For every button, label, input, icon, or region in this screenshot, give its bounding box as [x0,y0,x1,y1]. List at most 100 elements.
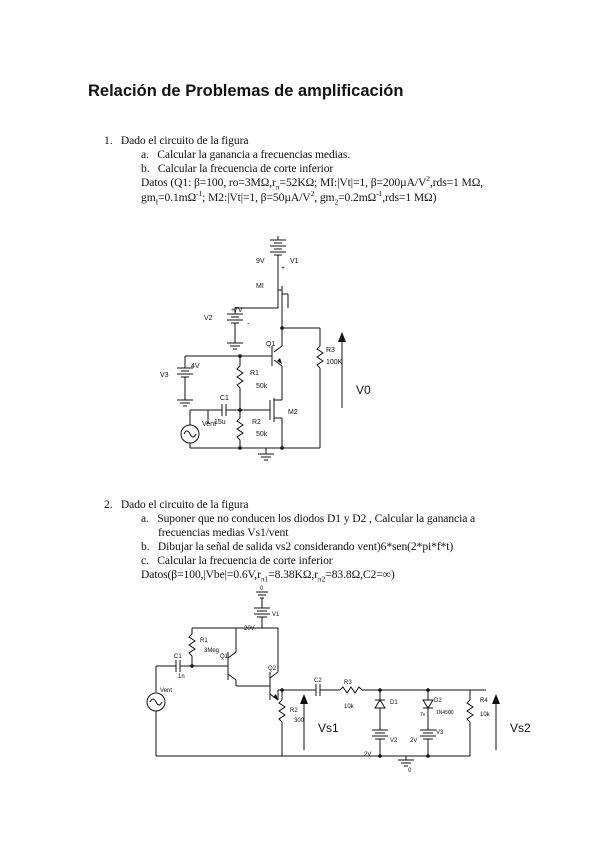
q1-name-label: Q1 [266,341,275,348]
problem-1-data-line-2: gmI=0.1mΩ-1; M2:|Vt|=1, β=50µA/V2, gm2=0… [141,189,437,207]
problem-2-item-c: c. Calcular la frecuencia de corte infer… [141,554,333,567]
output-v0-label: V0 [356,383,371,397]
item-letter: a. [141,148,149,161]
problem-2-data-line: Datos(β=100,|Vbe|=0.6V,rπ1=8.38KΩ,rπ2=83… [141,568,395,584]
d1-name-label: D1 [390,700,398,706]
text-part: =0.2mΩ [338,191,377,204]
v2-plus-label: + [231,307,235,314]
c1-value-label: 15u [214,419,226,426]
v2-value-label: 7V [234,307,243,314]
superscript: 2 [310,189,315,199]
item-text: Calcular la frecuencia de corte inferior [157,554,333,567]
subscript: π2 [317,574,326,584]
item-letter: b. [141,540,150,553]
problem-2-item-a: a. Suponer que no conducen los diodos D1… [141,512,475,525]
text-part: =0.1mΩ [158,191,197,204]
problem-2-text: Dado el circuito de la figura [120,498,249,511]
output-vs2-label: Vs2 [510,721,531,735]
problem-2-item-a-cont: frecuencias medias Vs1/vent [158,526,289,539]
d2-extra-label: 7v [420,712,426,718]
superscript: -1 [196,189,203,199]
text-part: ; M2:|Vt|=1, β=50µA/V [202,191,311,204]
v1-plus-label: + [281,265,285,272]
r4-value-label: 10k [480,712,491,718]
problem-1-item-a: a. Calcular la ganancia a frecuencias me… [141,148,350,161]
v3-value-label: 4V [191,363,200,370]
vent-source-label: Vent [160,688,172,694]
problem-1-statement: 1. Dado el circuito de la figura [104,134,248,147]
problem-2-number: 2. [104,498,113,511]
c2-name-label: C2 [314,678,322,684]
subscript: π [275,182,280,192]
top-node-label: 0 [260,586,264,592]
r2-name-label: R2 [252,419,261,426]
text-part: =8.38KΩ,r [268,568,318,581]
problem-1-text: Dado el circuito de la figura [120,134,249,147]
q2-name-label: Q2 [268,666,277,672]
superscript: 2 [426,174,430,184]
m2-name-label: M2 [288,409,298,416]
v3-name-label: V3 [436,730,444,736]
v2-name-label: V2 [390,738,398,744]
v1-value-label: 9V [256,258,265,265]
subscript: I [155,197,159,207]
v3-name-label: V3 [160,372,169,379]
item-text: Calcular la ganancia a frecuencias media… [157,148,351,161]
v1-name-label: V1 [272,612,280,618]
q1-name-label: Q1 [220,654,229,660]
subscript: π1 [260,574,269,584]
gnd-node-label: 0 [408,768,412,774]
r2-value-label: 300 [294,718,305,724]
output-vs1-label: Vs1 [318,721,339,735]
c1-name-label: C1 [174,654,182,660]
v2-name-label: V2 [204,315,213,322]
circuit-2-schematic: 0 V1 20V R1 3Meg Q1 Q2 C1 1n Vent R2 300… [146,586,531,774]
r1-value-label: 3Meg [204,648,219,654]
superscript: -1 [376,189,383,199]
text-part: ,rds=1 MΩ) [382,191,437,204]
problem-1-data-line-1: Datos (Q1: β=100, ro=3MΩ,rπ=52KΩ; MI:|Vt… [141,174,484,192]
text-part: Datos(β=100,|Vbe|=0.6V,r [141,568,261,581]
v2-value-label: 2V [364,752,371,758]
mi-name-label: MI [256,283,264,290]
subscript: 2 [334,197,339,207]
d2-model-label: 1N4500 [436,710,454,716]
text-part: =52KΩ; MI:|Vt|=1, β=200µA/V [279,176,427,189]
text-part: , gm [314,191,335,204]
item-letter: b. [141,162,150,175]
r2-name-label: R2 [290,708,298,714]
r3-name-label: R3 [344,680,352,686]
item-letter: a. [141,512,149,525]
item-letter: c. [141,554,149,567]
problem-1-item-b: b. Calcular la frecuencia de corte infer… [141,162,333,175]
item-text: Dibujar la señal de salida vs2 considera… [157,540,454,553]
problem-1-number: 1. [104,134,113,147]
text-part: ,rds=1 MΩ, [429,176,484,189]
vent-source-label: Vent [202,421,216,428]
r3-value-label: 10k [344,704,355,710]
c1-value-label: 1n [178,674,185,680]
circuit-1-schematic: 9V V1 + MI V2 + 7V - Q1 R3 100K V3 4V R1… [160,236,371,461]
text-part: Datos (Q1: β=100, ro=3MΩ,r [141,176,276,189]
v1-value-label: 20V [244,626,255,632]
v2-minus-label: - [247,321,250,328]
r1-value-label: 50k [256,383,268,390]
c1-name-label: C1 [220,395,229,402]
problem-2-statement: 2. Dado el circuito de la figura [104,498,248,511]
r1-name-label: R1 [250,370,259,377]
text-part: gm [141,191,156,204]
v3-value-label: 2V [410,738,417,744]
item-text: Calcular la frecuencia de corte inferior [157,162,334,175]
page-title: Relación de Problemas de amplificación [88,82,404,100]
text-part: =83.8Ω,C2=∞) [325,568,395,581]
problem-2-item-b: b. Dibujar la señal de salida vs2 consid… [141,540,453,553]
v1-name-label: V1 [290,258,299,265]
item-text: Suponer que no conducen los diodos D1 y … [157,512,476,525]
r1-name-label: R1 [200,638,208,644]
d2-name-label: D2 [434,698,442,704]
r4-name-label: R4 [480,698,488,704]
r3-value-label: 100K [326,359,343,366]
r2-value-label: 50k [256,431,268,438]
r3-name-label: R3 [326,347,335,354]
